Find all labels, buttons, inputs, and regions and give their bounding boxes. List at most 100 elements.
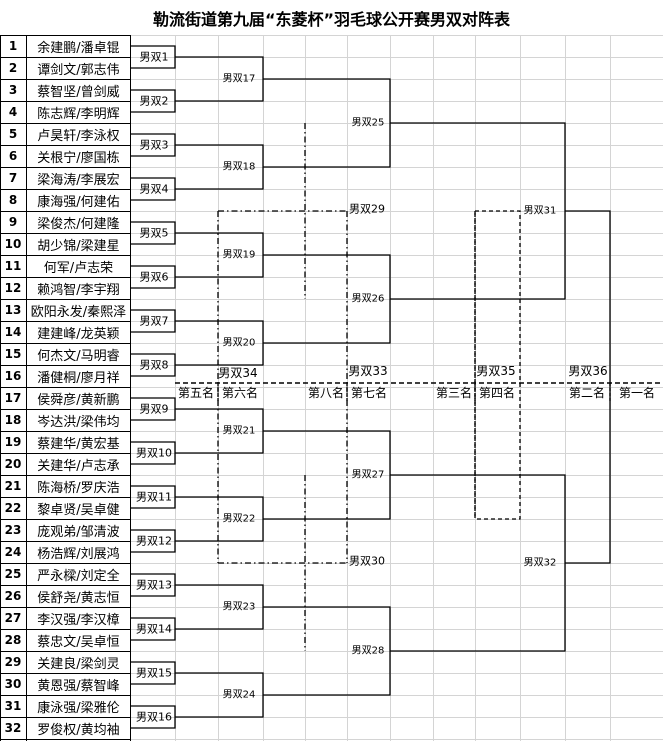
place-label: 第一名 bbox=[619, 385, 655, 400]
seed-number: 12 bbox=[4, 281, 22, 295]
match-label: 男双33 bbox=[348, 364, 387, 378]
player-pair-name: 黎卓贤/吴卓健 bbox=[37, 502, 120, 518]
player-pair-name: 卢昊轩/李泳权 bbox=[37, 128, 120, 144]
player-pair-name: 陈海桥/罗庆浩 bbox=[37, 480, 120, 496]
player-pair-name: 何军/卢志荣 bbox=[43, 260, 114, 276]
match-label: 男双7 bbox=[140, 315, 169, 328]
player-pair-name: 康海强/何建佑 bbox=[37, 194, 120, 210]
place-label: 第二名 bbox=[569, 385, 605, 400]
player-pair-name: 陈志辉/李明辉 bbox=[37, 106, 120, 122]
player-pair-name: 梁海涛/李展宏 bbox=[37, 172, 120, 188]
match-label: 男双3 bbox=[140, 139, 169, 152]
player-pair-name: 蔡建华/黄宏基 bbox=[37, 436, 120, 452]
match-label: 男双31 bbox=[524, 205, 557, 217]
seed-number: 32 bbox=[4, 721, 22, 735]
player-pair-name: 庞观弟/邹清波 bbox=[37, 524, 120, 540]
match-label: 男双30 bbox=[349, 555, 385, 568]
seed-number: 13 bbox=[4, 303, 22, 317]
final-bracket bbox=[565, 210, 611, 564]
seed-number: 20 bbox=[4, 457, 22, 471]
match-label: 男双21 bbox=[223, 425, 256, 437]
player-pair-name: 蔡智坚/曾剑威 bbox=[37, 84, 120, 100]
match-label: 男双1 bbox=[140, 51, 169, 64]
match-label: 男双25 bbox=[352, 117, 385, 129]
seed-number: 6 bbox=[8, 149, 18, 163]
player-pair-name: 罗俊权/黄均袖 bbox=[37, 722, 120, 738]
match-label: 男双4 bbox=[140, 183, 169, 196]
match-label: 男双22 bbox=[223, 513, 256, 525]
player-pair-name: 黄恩强/蔡智峰 bbox=[37, 678, 120, 694]
player-pair-name: 杨浩辉/刘展鸿 bbox=[37, 546, 120, 562]
seed-number: 18 bbox=[4, 413, 22, 427]
seed-number: 10 bbox=[4, 237, 22, 251]
match-label: 男双23 bbox=[223, 601, 256, 613]
seed-number: 14 bbox=[4, 325, 22, 339]
seed-number: 7 bbox=[8, 171, 18, 185]
place-label: 第四名 bbox=[479, 385, 515, 400]
place-label: 第八名 bbox=[308, 385, 344, 400]
player-pair-name: 岑达洪/梁伟均 bbox=[37, 414, 120, 430]
seed-number: 17 bbox=[4, 391, 22, 405]
player-pair-name: 关根宁/廖国栋 bbox=[37, 150, 120, 166]
seed-number: 26 bbox=[4, 589, 22, 603]
match-label: 男双5 bbox=[140, 227, 169, 240]
seed-number: 28 bbox=[4, 633, 22, 647]
player-pair-name: 严永樑/刘定全 bbox=[37, 568, 120, 584]
match-label: 男双34 bbox=[218, 366, 257, 380]
player-pair-name: 侯舜彦/黄新鹏 bbox=[37, 392, 120, 408]
player-pair-name: 蔡忠文/吴卓恒 bbox=[37, 634, 120, 650]
seed-number: 2 bbox=[8, 61, 18, 75]
match-label: 男双26 bbox=[352, 293, 385, 305]
match-label: 男双32 bbox=[524, 557, 557, 569]
seed-number: 9 bbox=[8, 215, 18, 229]
match-label: 男双10 bbox=[136, 447, 172, 460]
player-pair-name: 梁俊杰/何建隆 bbox=[37, 216, 120, 232]
seed-number: 15 bbox=[4, 347, 22, 361]
match-label: 男双8 bbox=[140, 359, 169, 372]
match-label: 男双11 bbox=[136, 491, 172, 504]
player-pair-name: 侯舒尧/黄志恒 bbox=[37, 590, 120, 606]
match-label: 男双2 bbox=[140, 95, 169, 108]
seed-number: 8 bbox=[8, 193, 18, 207]
match-label: 男双14 bbox=[136, 623, 172, 636]
match-label: 男双17 bbox=[223, 73, 256, 85]
seed-number: 31 bbox=[4, 699, 22, 713]
seed-number: 3 bbox=[8, 83, 18, 97]
place-label: 第三名 bbox=[436, 385, 472, 400]
seed-number: 22 bbox=[4, 501, 22, 515]
player-pair-name: 谭剑文/郭志伟 bbox=[37, 62, 120, 78]
seed-number: 11 bbox=[4, 259, 22, 273]
match-label: 男双29 bbox=[349, 203, 385, 216]
player-pair-name: 康泳强/梁雅伦 bbox=[37, 700, 120, 716]
player-pair-name: 李汉强/李汉樟 bbox=[37, 612, 120, 628]
player-pair-name: 欧阳永发/秦熙泽 bbox=[30, 304, 127, 320]
match-label: 男双19 bbox=[223, 249, 256, 261]
place-label: 第五名 bbox=[178, 385, 214, 400]
seed-number: 21 bbox=[4, 479, 22, 493]
match-label: 男双36 bbox=[568, 364, 607, 378]
match-label: 男双12 bbox=[136, 535, 172, 548]
seed-number: 1 bbox=[8, 39, 18, 53]
match-label: 男双28 bbox=[352, 645, 385, 657]
page-title: 勒流街道第九届“东菱杯”羽毛球公开赛男双对阵表 bbox=[152, 9, 511, 29]
match-label: 男双15 bbox=[136, 667, 172, 680]
match-label: 男双24 bbox=[223, 689, 256, 701]
match-label: 男双27 bbox=[352, 469, 385, 481]
seed-number: 27 bbox=[4, 611, 22, 625]
player-pair-name: 余建鹏/潘卓锟 bbox=[37, 40, 120, 56]
seed-number: 16 bbox=[4, 369, 22, 383]
match-label: 男双16 bbox=[136, 711, 172, 724]
seed-number: 23 bbox=[4, 523, 22, 537]
seed-number: 19 bbox=[4, 435, 22, 449]
place-label: 第六名 bbox=[222, 385, 258, 400]
match-label: 男双6 bbox=[140, 271, 169, 284]
seed-number: 25 bbox=[4, 567, 22, 581]
seed-number: 30 bbox=[4, 677, 22, 691]
player-pair-name: 何杰文/马明睿 bbox=[37, 348, 120, 364]
match-label: 男双35 bbox=[476, 364, 515, 378]
player-pair-name: 潘健桐/廖月祥 bbox=[37, 370, 120, 386]
player-pair-name: 关建良/梁剑灵 bbox=[37, 656, 120, 672]
match-label: 男双18 bbox=[223, 161, 256, 173]
